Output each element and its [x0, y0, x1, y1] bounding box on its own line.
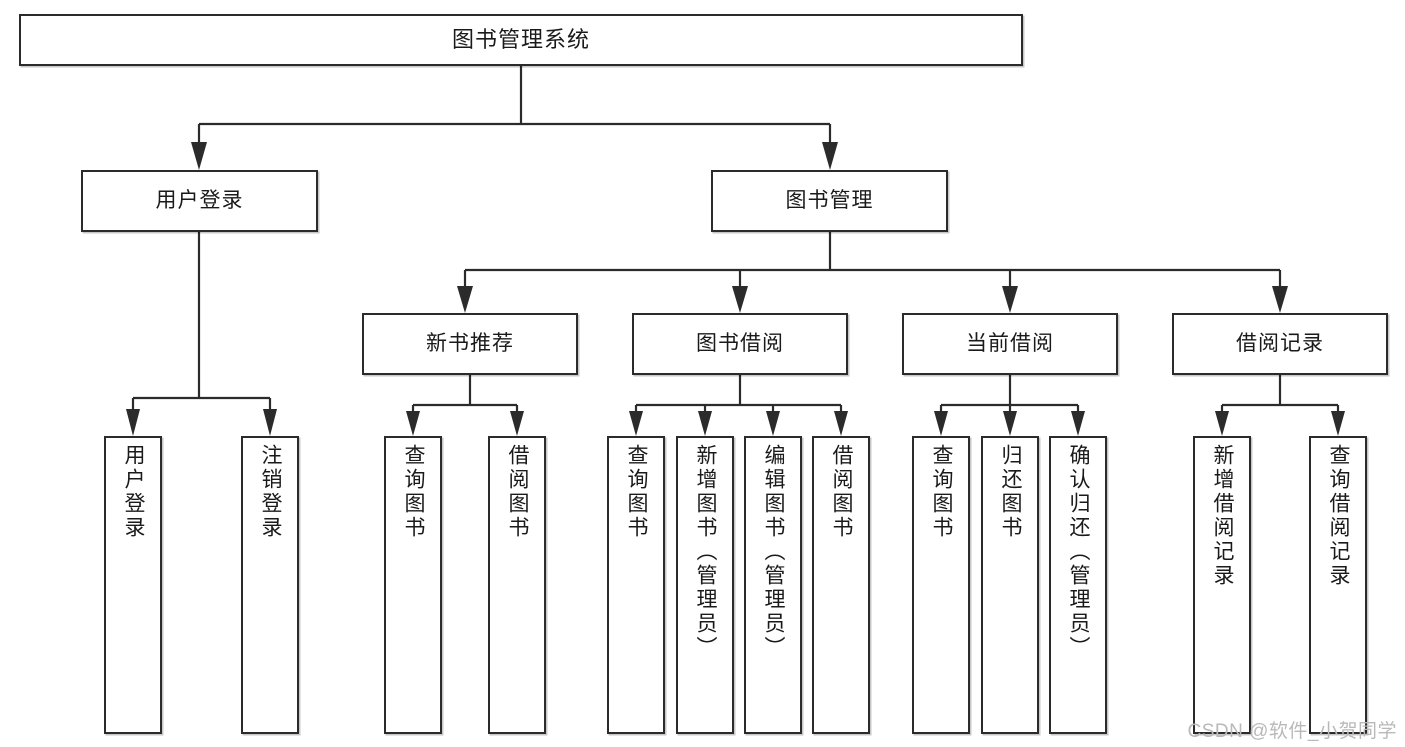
- node-label: 借阅图书: [506, 444, 530, 540]
- node-label: 查询借阅记录: [1327, 444, 1351, 588]
- leaf-query-book-current[interactable]: 查询图书: [912, 436, 970, 734]
- node-book-management[interactable]: 图书管理: [711, 170, 948, 232]
- node-label: 新增图书（管理员）: [694, 444, 718, 660]
- node-label: 图书管理系统: [451, 27, 590, 53]
- arrow-current-to-leaf1: [934, 411, 948, 436]
- leaf-add-borrow-record[interactable]: 新增借阅记录: [1193, 436, 1251, 734]
- leaf-borrow-book-recommend[interactable]: 借阅图书: [488, 436, 546, 734]
- arrow-borrow-to-leaf4: [834, 411, 848, 436]
- node-label: 注销登录: [259, 444, 283, 540]
- node-label: 图书借阅: [696, 331, 784, 355]
- node-user-login[interactable]: 用户登录: [81, 170, 318, 232]
- node-label: 归还图书: [999, 444, 1023, 540]
- leaf-user-login[interactable]: 用户登录: [104, 436, 162, 734]
- arrow-borrow-to-leaf3: [766, 411, 780, 436]
- arrow-userlogin-to-leaf1: [126, 409, 140, 436]
- node-label: 用户登录: [155, 188, 244, 212]
- arrow-root-to-bookmanage: [822, 142, 838, 170]
- leaf-query-book-recommend[interactable]: 查询图书: [384, 436, 442, 734]
- arrow-borrow-to-leaf1: [629, 411, 643, 436]
- node-new-book-recommend[interactable]: 新书推荐: [362, 313, 578, 375]
- node-label: 新书推荐: [426, 331, 514, 355]
- arrow-userlogin-to-leaf2: [263, 409, 277, 436]
- arrow-current-to-leaf2: [1003, 411, 1017, 436]
- leaf-query-borrow-record[interactable]: 查询借阅记录: [1309, 436, 1367, 734]
- arrow-root-to-userlogin: [191, 142, 207, 170]
- node-label: 查询图书: [930, 444, 954, 540]
- arrow-current-to-leaf3: [1071, 411, 1085, 436]
- arrow-bm-to-recommend: [457, 286, 473, 313]
- node-label: 借阅记录: [1236, 331, 1324, 355]
- node-label: 查询图书: [625, 444, 649, 540]
- leaf-add-book-admin[interactable]: 新增图书（管理员）: [676, 436, 734, 734]
- node-label: 用户登录: [122, 444, 146, 540]
- node-root-book-management-system[interactable]: 图书管理系统: [19, 14, 1023, 66]
- node-label: 编辑图书（管理员）: [762, 444, 786, 660]
- leaf-query-book-borrow[interactable]: 查询图书: [607, 436, 665, 734]
- arrow-borrow-to-leaf2: [698, 411, 712, 436]
- arrow-bm-to-record: [1272, 286, 1288, 313]
- arrow-bm-to-borrow: [732, 286, 748, 313]
- node-label: 图书管理: [785, 188, 874, 212]
- node-label: 借阅图书: [830, 444, 854, 540]
- node-label: 新增借阅记录: [1211, 444, 1235, 588]
- node-label: 确认归还（管理员）: [1067, 444, 1091, 660]
- node-label: 当前借阅: [966, 331, 1054, 355]
- arrow-record-to-leaf1: [1215, 411, 1229, 436]
- node-book-borrow[interactable]: 图书借阅: [632, 313, 848, 375]
- node-label: 查询图书: [402, 444, 426, 540]
- leaf-confirm-return-admin[interactable]: 确认归还（管理员）: [1049, 436, 1107, 734]
- arrow-recommend-to-leaf1: [406, 411, 420, 436]
- leaf-return-book[interactable]: 归还图书: [981, 436, 1039, 734]
- leaf-edit-book-admin[interactable]: 编辑图书（管理员）: [744, 436, 802, 734]
- leaf-borrow-book[interactable]: 借阅图书: [812, 436, 870, 734]
- node-borrow-record[interactable]: 借阅记录: [1172, 313, 1388, 375]
- csdn-watermark: CSDN @软件_小贺同学: [1187, 721, 1397, 742]
- arrow-record-to-leaf2: [1331, 411, 1345, 436]
- leaf-user-logout[interactable]: 注销登录: [241, 436, 299, 734]
- node-current-borrow[interactable]: 当前借阅: [902, 313, 1118, 375]
- arrow-recommend-to-leaf2: [510, 411, 524, 436]
- arrow-bm-to-current: [1002, 286, 1018, 313]
